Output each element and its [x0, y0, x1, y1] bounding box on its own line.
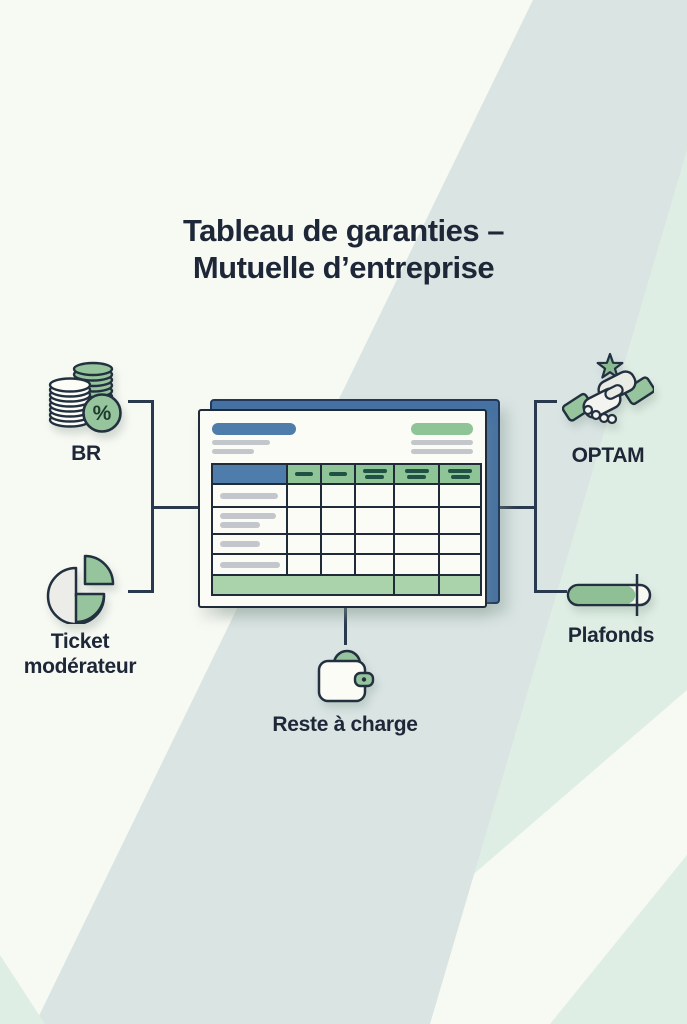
connector-bottom-vertical	[344, 607, 347, 645]
table-cell	[395, 508, 440, 535]
page-title-line1: Tableau de garanties –	[183, 213, 504, 248]
table-cell	[356, 535, 395, 555]
handshake	[562, 370, 654, 425]
handshake-star-icon	[562, 352, 654, 425]
percent-sign: %	[93, 402, 112, 425]
table-cell	[395, 485, 440, 508]
table-cell	[440, 485, 480, 508]
row-label-cell	[213, 535, 288, 555]
connector-right-top	[534, 400, 557, 403]
pie-chart-icon	[46, 554, 115, 624]
connector-right-bottom	[534, 590, 567, 593]
table-header-row	[213, 465, 480, 485]
coins-percent-icon: %	[48, 361, 122, 433]
garanties-table-illustration	[198, 399, 503, 611]
table-grid	[211, 463, 482, 596]
header-cell-col4	[356, 465, 395, 485]
totals-cell	[440, 576, 480, 594]
table-cell	[322, 535, 356, 555]
node-optam: OPTAM	[554, 350, 662, 468]
limit-gauge-icon	[566, 574, 652, 616]
header-cell-col3	[322, 465, 356, 485]
node-plafonds: Plafonds	[551, 572, 671, 648]
doc-subline-3	[411, 440, 473, 445]
row-label-cell	[213, 555, 288, 576]
totals-cell	[395, 576, 440, 594]
doc-subline-2	[212, 449, 254, 454]
connector-right-vertical	[534, 400, 537, 593]
table-cell	[395, 555, 440, 576]
doc-subline-1	[212, 440, 270, 445]
node-br: % BR	[28, 358, 144, 466]
page-title-line2: Mutuelle d’entreprise	[192, 250, 495, 285]
pie-green-segment	[74, 592, 106, 624]
table-cell	[440, 508, 480, 535]
doc-subline-4	[411, 449, 473, 454]
table-totals-row	[213, 576, 480, 594]
br-label: BR	[71, 442, 101, 465]
mint-corner-right	[550, 855, 687, 1024]
connector-left-middle	[151, 506, 199, 509]
wallet-icon	[317, 649, 375, 703]
table-cell	[288, 485, 322, 508]
table-row	[213, 555, 480, 576]
plafonds-label: Plafonds	[567, 624, 655, 647]
gauge-fill	[569, 586, 636, 604]
table-cell	[322, 485, 356, 508]
doc-title-pill-blue	[212, 423, 296, 435]
row-label-cell	[213, 485, 288, 508]
table-cell	[356, 485, 395, 508]
connector-left-top	[128, 400, 153, 403]
header-cell-label-column	[213, 465, 288, 485]
star-icon	[596, 352, 624, 379]
percent-badge: %	[82, 393, 122, 433]
doc-title-pill-green	[411, 423, 473, 435]
table-cell	[322, 555, 356, 576]
table-cell	[288, 508, 322, 535]
ticket-moderateur-label: Ticket modérateur	[23, 630, 137, 678]
table-cell	[356, 508, 395, 535]
table-row	[213, 485, 480, 508]
node-ticket-moderateur: Ticket modérateur	[0, 548, 160, 679]
pie-exploded-segment	[83, 554, 115, 586]
table-cell	[288, 535, 322, 555]
reste-a-charge-label: Reste à charge	[272, 713, 418, 736]
connector-right-middle	[499, 506, 536, 509]
table-front-card	[198, 409, 487, 608]
table-cell	[288, 555, 322, 576]
header-cell-col2	[288, 465, 322, 485]
mint-corner-left	[0, 955, 45, 1024]
header-cell-col6	[440, 465, 480, 485]
table-cell	[395, 535, 440, 555]
page-title: Tableau de garanties – Mutuelle d’entrep…	[0, 212, 687, 286]
table-cell	[440, 555, 480, 576]
table-cell	[356, 555, 395, 576]
table-cell	[322, 508, 356, 535]
connector-left-bottom	[128, 590, 153, 593]
connector-left-vertical	[151, 400, 154, 593]
wallet-clasp-dot	[361, 677, 367, 682]
table-cell	[440, 535, 480, 555]
table-row	[213, 535, 480, 555]
node-reste-a-charge: Reste à charge	[262, 645, 428, 737]
totals-cell-merged	[213, 576, 395, 594]
optam-label: OPTAM	[571, 444, 645, 467]
row-label-cell	[213, 508, 288, 535]
header-cell-col5	[395, 465, 440, 485]
table-row	[213, 508, 480, 535]
